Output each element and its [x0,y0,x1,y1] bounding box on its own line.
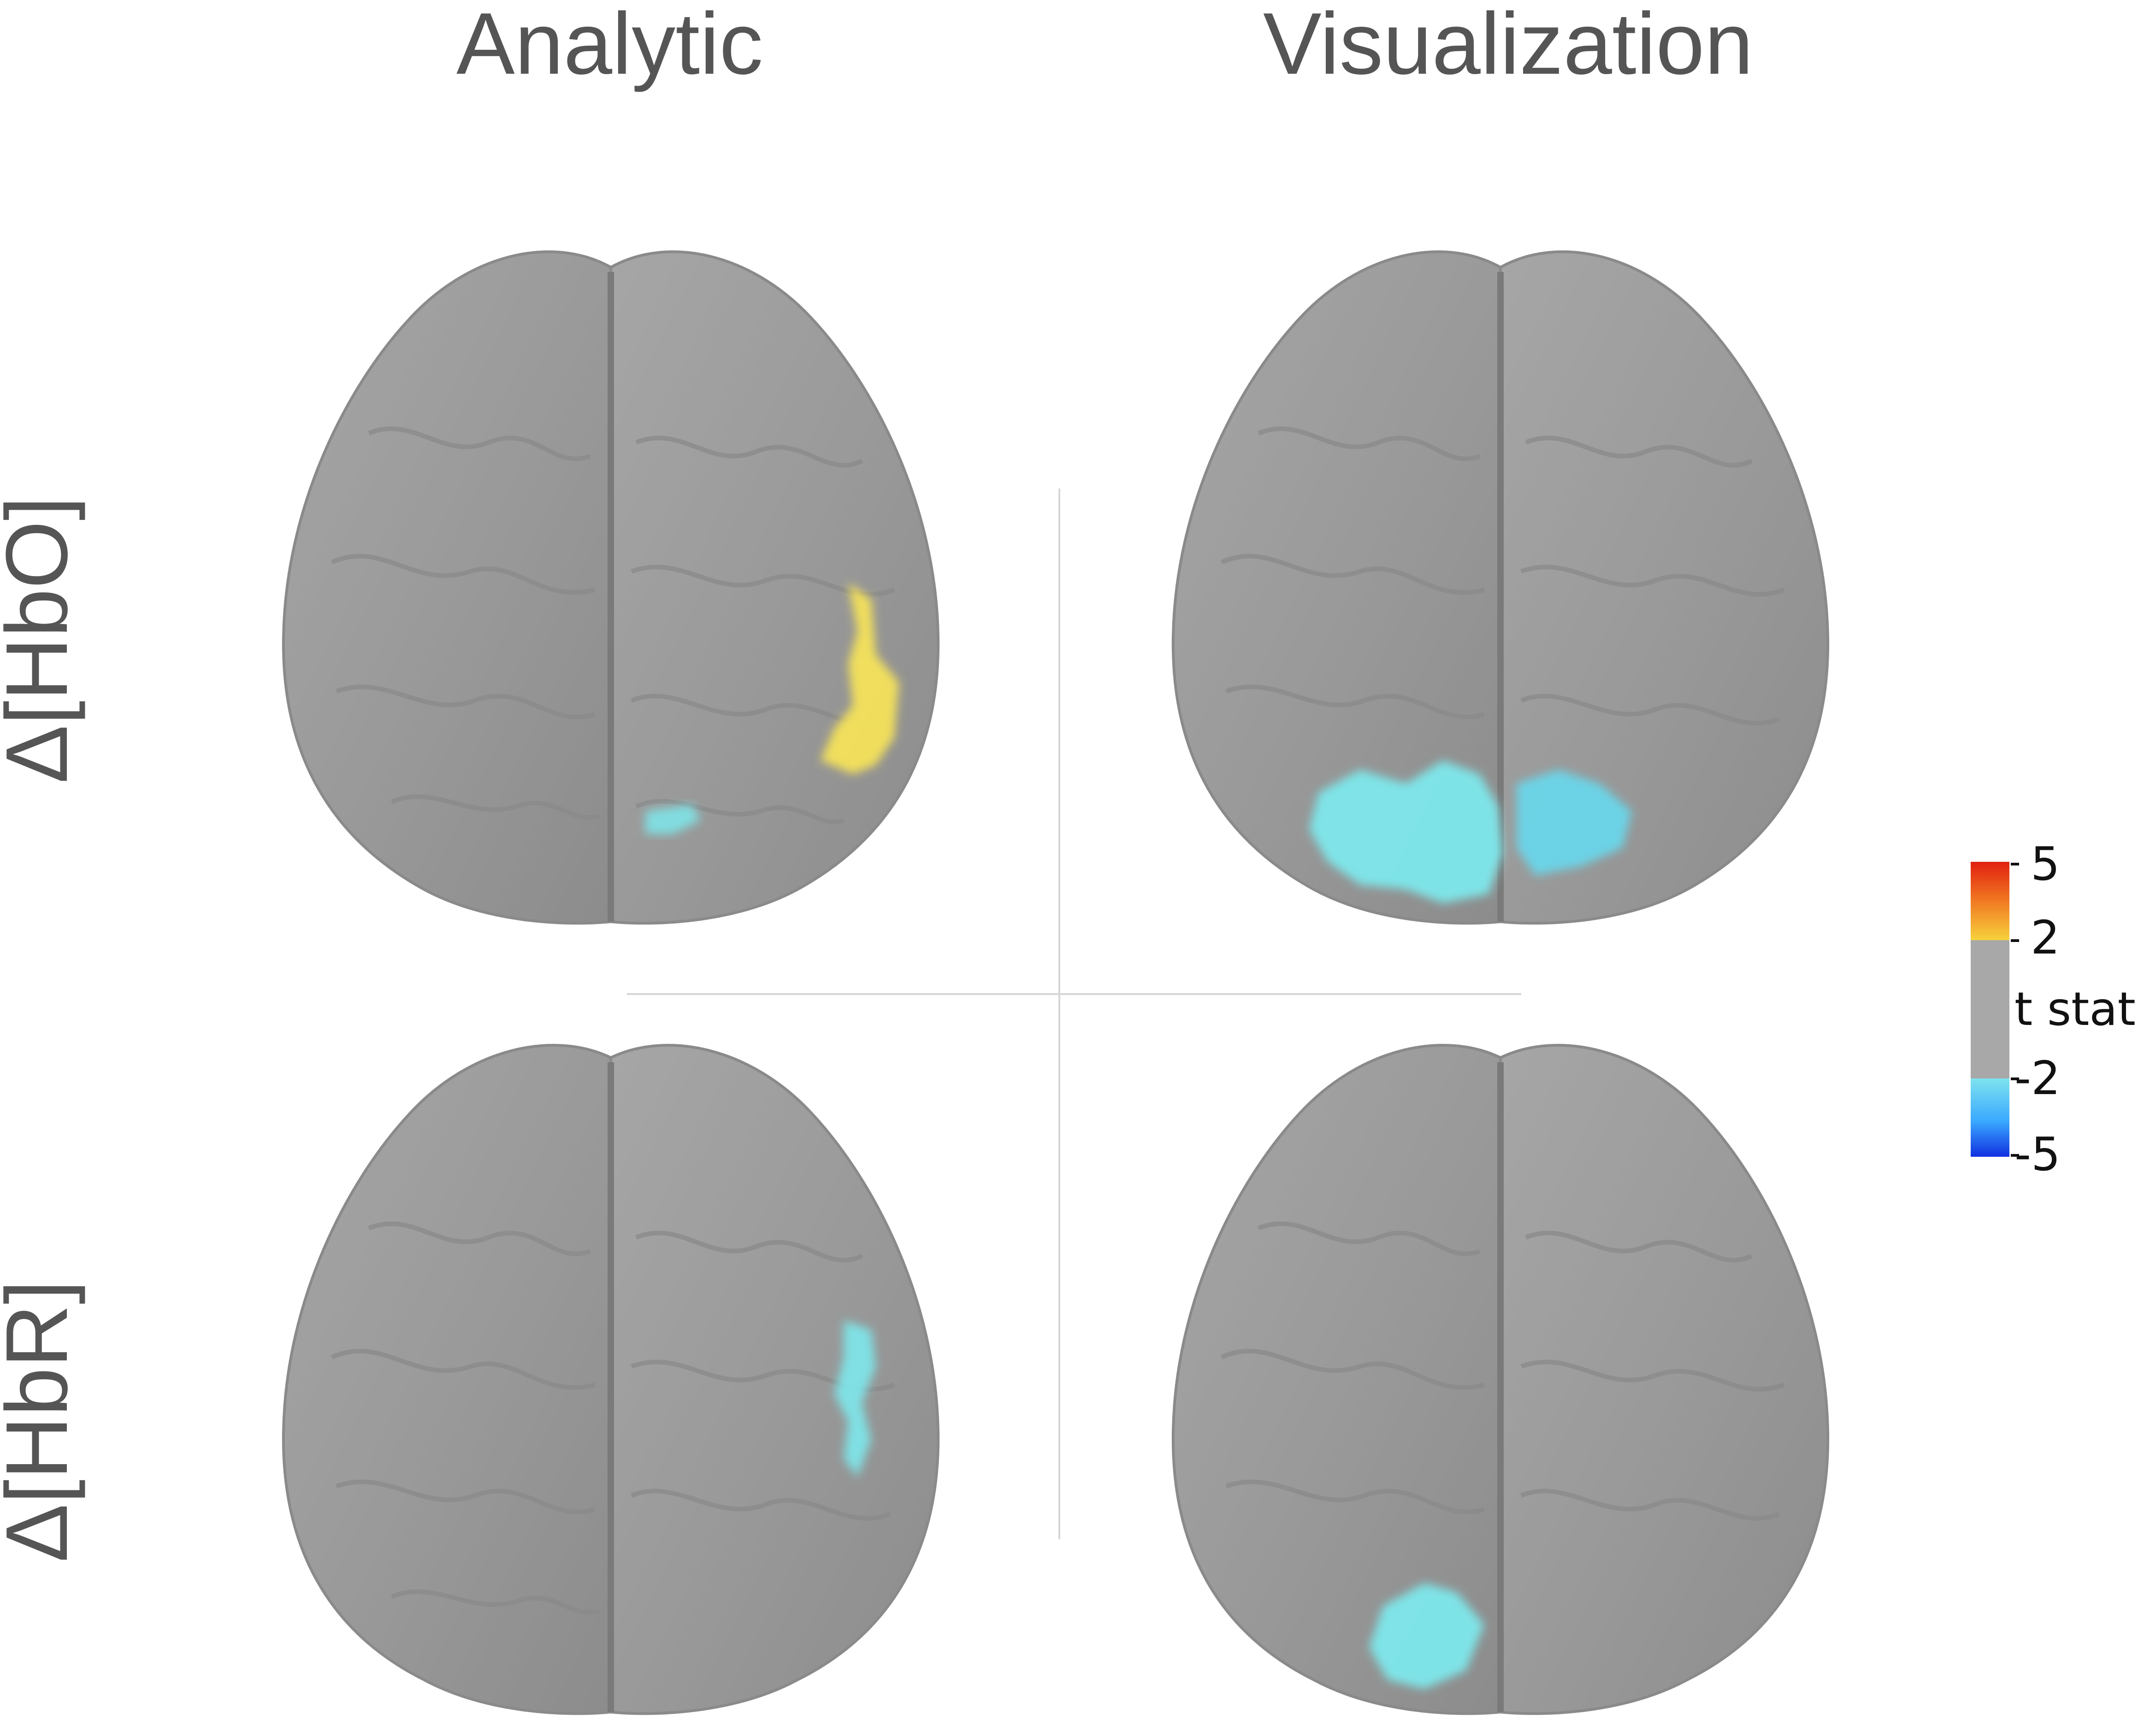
activation-negative [1517,770,1632,876]
row-title-hbr: Δ[HbR] [0,1280,86,1562]
row-title-hbo: Δ[HbO] [0,496,86,783]
colorbar-tick-label: 5 [2031,837,2060,891]
brain-top-view [1171,250,1830,925]
brain-panel-visualization-hbr [1166,1035,1835,1717]
colorbar-tick [2011,863,2019,865]
brain-top-view [1171,1044,1830,1715]
colorbar-tick [2011,1154,2019,1157]
colorbar-title: t stat [2014,982,2136,1036]
colorbar [1971,862,2009,1157]
brain-panel-visualization-hbo [1166,240,1835,926]
activation-positive [821,583,899,774]
activation-negative [1369,1583,1484,1689]
colorbar-positive-segment [1971,862,2009,940]
horizontal-divider [627,993,1521,995]
colorbar-tick-label: -5 [2014,1127,2061,1181]
colorbar-neutral-segment [1971,940,2009,1078]
activation-negative [834,1320,876,1477]
brain-top-view [282,1044,940,1715]
colorbar-tick-label: -2 [2014,1051,2061,1105]
brain-panel-analytic-hbo [277,240,945,926]
colorbar-tick-label: 2 [2031,911,2060,965]
brain-top-view [282,250,940,925]
vertical-divider [1058,489,1060,1539]
activation-negative [645,804,701,834]
colorbar-tick [2011,939,2019,942]
brain-panel-analytic-hbr [277,1035,945,1717]
activation-negative [1309,760,1503,903]
colorbar-tick [2011,1077,2019,1080]
column-title-visualization: Visualization [1263,0,1754,93]
colorbar-negative-segment [1971,1078,2009,1157]
column-title-analytic: Analytic [456,0,763,93]
